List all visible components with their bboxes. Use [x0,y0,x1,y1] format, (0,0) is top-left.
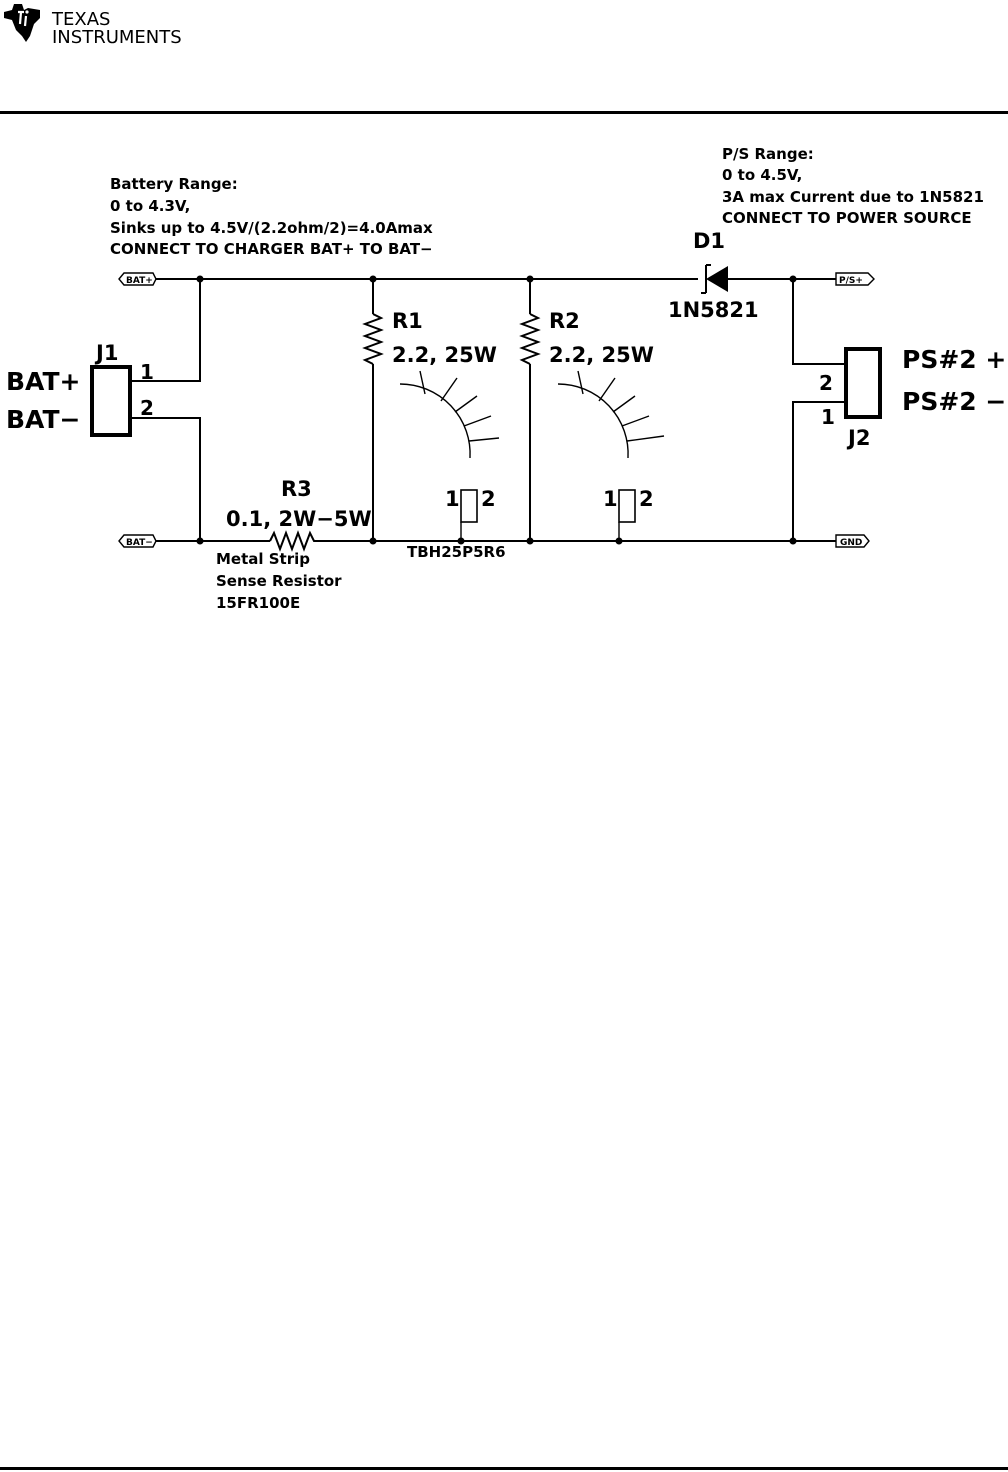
r1-ref: R1 [392,309,423,333]
resistor-r3: R3 0.1, 2W−5W [226,477,372,552]
sense-note-line2: Sense Resistor [216,572,342,590]
j1-pin1: 1 [140,360,154,384]
j2-pin1: 1 [821,405,835,429]
port-bat-plus: BAT+ [118,272,157,286]
tb2-pin1: 1 [603,487,618,511]
logo-line2: Instruments [52,27,182,48]
d1-value: 1N5821 [668,298,759,322]
battery-note-line2: 0 to 4.3V, [110,197,190,215]
r3-value: 0.1, 2W−5W [226,507,372,531]
battery-note: Battery Range: 0 to 4.3V, Sinks up to 4.… [110,175,433,258]
battery-note-line1: Battery Range: [110,175,238,193]
j1-label-plus: BAT+ [6,367,80,396]
j1-ref: J1 [94,341,118,365]
j2-pin2: 2 [819,371,833,395]
tb2-pin2: 2 [639,487,654,511]
port-ps-plus: P/S+ [835,272,875,286]
ps-note-line3: 3A max Current due to 1N5821 [722,188,984,206]
ps-note: P/S Range: 0 to 4.5V, 3A max Current due… [722,145,984,227]
heatsink-tb2: 1 2 [557,370,665,541]
battery-note-line3: Sinks up to 4.5V/(2.2ohm/2)=4.0Amax [110,219,433,237]
port-bat-minus: BAT− [118,534,157,548]
sense-note-line3: 15FR100E [216,594,300,612]
header-rule [0,111,1008,114]
port-ps-plus-label: P/S+ [839,276,863,286]
j1-pin2: 2 [140,396,154,420]
schematic: Battery Range: 0 to 4.3V, Sinks up to 4.… [6,145,1006,612]
j1-label-minus: BAT− [6,405,80,434]
j2-label-minus: PS#2 − [902,387,1006,416]
r2-ref: R2 [549,309,580,333]
port-gnd-label: GND [840,538,862,548]
footer-rule [0,1467,1008,1470]
ps-note-line1: P/S Range: [722,145,814,163]
sense-note: Metal Strip Sense Resistor 15FR100E [216,550,342,612]
j1-wires [132,279,201,541]
connector-j2: 2 1 J2 PS#2 + PS#2 − [819,345,1006,450]
battery-note-line4: CONNECT TO CHARGER BAT+ TO BAT− [110,240,433,258]
sense-note-line1: Metal Strip [216,550,310,568]
port-bat-minus-label: BAT− [126,538,153,548]
ti-map-icon [4,4,40,42]
port-gnd: GND [835,534,870,548]
ti-logo: Texas Instruments [4,4,182,48]
j2-label-plus: PS#2 + [902,345,1006,374]
port-bat-plus-label: BAT+ [126,276,153,286]
diode-d1: D1 1N5821 [668,229,759,322]
ps-note-line4: CONNECT TO POWER SOURCE [722,209,972,227]
tb1-pin2: 2 [481,487,496,511]
j2-wires [792,279,845,541]
heatsink-tb1: 1 2 TBH25P5R6 [399,370,506,561]
r1-value: 2.2, 25W [392,343,497,367]
d1-ref: D1 [693,229,725,253]
tb1-pin1: 1 [445,487,460,511]
tb1-part: TBH25P5R6 [407,543,506,561]
j2-ref: J2 [846,426,870,450]
logo-line1: Texas [51,9,110,30]
r2-value: 2.2, 25W [549,343,654,367]
r3-ref: R3 [281,477,312,501]
resistor-r1: R1 2.2, 25W [362,309,497,367]
ps-note-line2: 0 to 4.5V, [722,166,802,184]
connector-j1: J1 1 2 BAT+ BAT− [6,341,154,437]
resistor-r2: R2 2.2, 25W [519,309,654,367]
